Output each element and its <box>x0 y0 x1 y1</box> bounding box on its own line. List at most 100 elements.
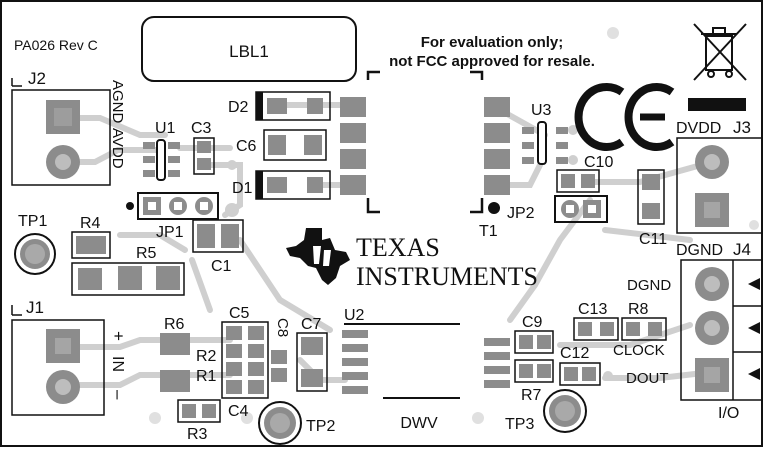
c11-pad <box>642 174 660 190</box>
u2-pin <box>342 358 368 366</box>
c4-pad <box>226 380 242 394</box>
c8-pad <box>271 350 287 364</box>
u2-pin <box>342 386 368 394</box>
j4-pin-hole <box>704 367 720 383</box>
c5-pad <box>226 326 242 340</box>
c4-pad <box>226 362 242 376</box>
via <box>568 155 578 165</box>
c12-label: C12 <box>560 345 589 362</box>
c5-pad <box>248 344 264 358</box>
r8-pad <box>648 322 662 336</box>
c1-pad <box>221 224 239 248</box>
tp3-label: TP3 <box>505 416 534 433</box>
r4-outline <box>71 231 111 259</box>
u1-body <box>156 139 166 181</box>
u2-pin <box>484 380 510 388</box>
clock-label: CLOCK <box>613 342 665 359</box>
fiducial-dot <box>749 220 759 230</box>
j4-pin-hole <box>704 276 720 292</box>
t1-label: T1 <box>479 223 498 240</box>
d2-cathode-band <box>256 92 263 120</box>
c12-pad <box>564 367 578 381</box>
jp1-pin-hole <box>174 202 182 210</box>
c6-label: C6 <box>236 138 257 155</box>
u2-pin <box>342 372 368 380</box>
c7-label: C7 <box>301 316 322 333</box>
j4-label: J4 <box>733 240 751 259</box>
fiducial-dot <box>241 412 253 424</box>
c10-outline <box>556 169 600 193</box>
plus-label: + <box>109 331 128 341</box>
j2-label: J2 <box>28 69 46 88</box>
d1-cathode-band <box>256 171 263 199</box>
arrow-left-icon <box>748 368 760 380</box>
r6-label: R6 <box>164 316 185 333</box>
r3-pad <box>202 404 216 418</box>
connector-j2 <box>11 78 111 186</box>
r4-label: R4 <box>80 215 101 232</box>
u3-label: U3 <box>531 102 552 119</box>
c13-outline <box>573 317 619 341</box>
d1-label: D1 <box>232 180 253 197</box>
u3-pin <box>556 142 568 149</box>
r5-pad <box>118 266 142 290</box>
minus-label: – <box>109 390 128 400</box>
d1-pad <box>307 177 323 193</box>
r6-pad <box>160 333 190 355</box>
arrow-left-icon <box>748 278 760 290</box>
c12-outline <box>559 362 601 386</box>
tp2-hole <box>270 413 290 433</box>
c1-outline <box>192 219 244 253</box>
fiducial-dot <box>472 412 484 424</box>
c9b-outline <box>514 359 554 383</box>
via <box>227 160 237 170</box>
d2-pad <box>267 98 287 114</box>
jp2-outline <box>554 195 608 223</box>
j1-corner <box>11 305 22 316</box>
agnd-label: AGND <box>109 80 126 124</box>
notice-line-1: For evaluation only; <box>421 34 564 51</box>
c3-label: C3 <box>191 120 212 137</box>
c4-pad <box>248 380 264 394</box>
c13-label: C13 <box>578 301 607 318</box>
dvdd-label: DVDD <box>676 120 721 137</box>
dout-label: DOUT <box>626 370 669 387</box>
u2-package-label: DWV <box>400 415 438 432</box>
fiducial-dot <box>149 412 161 424</box>
tp1-hole <box>25 244 45 264</box>
r5-outline <box>71 262 185 296</box>
j3-pin-hole <box>704 154 720 170</box>
r8-pad <box>626 322 640 336</box>
u2-pin <box>342 330 368 338</box>
jp1-label: JP1 <box>156 224 184 241</box>
c3-pad <box>197 141 211 153</box>
u1-pin <box>168 156 180 163</box>
c6-pad <box>268 135 286 155</box>
u2-pin <box>484 352 510 360</box>
label-box-text: LBL1 <box>229 42 269 61</box>
c1-label: C1 <box>211 258 232 275</box>
r7-label: R7 <box>521 387 542 404</box>
tp1-label: TP1 <box>18 213 47 230</box>
j3-pin-hole <box>704 202 720 218</box>
r3-pad <box>182 404 196 418</box>
c7-pad <box>301 369 323 387</box>
weee-bar <box>688 98 746 111</box>
arrow-left-icon <box>748 322 760 334</box>
j3-outline <box>676 137 763 234</box>
c9b-pad <box>537 364 551 378</box>
transformer-t1 <box>340 70 510 214</box>
r6-pad <box>160 370 190 392</box>
jp1-pin-hole <box>148 202 156 210</box>
c10-pad <box>561 174 575 188</box>
j1-label: J1 <box>26 298 44 317</box>
c13-pad <box>578 322 592 336</box>
c10-pad <box>581 174 595 188</box>
r5-pad <box>78 268 102 290</box>
r3-outline <box>177 399 221 423</box>
io-label: I/O <box>718 405 739 422</box>
r8-outline <box>621 317 667 341</box>
fiducial-dot <box>607 27 619 39</box>
via <box>225 203 239 217</box>
